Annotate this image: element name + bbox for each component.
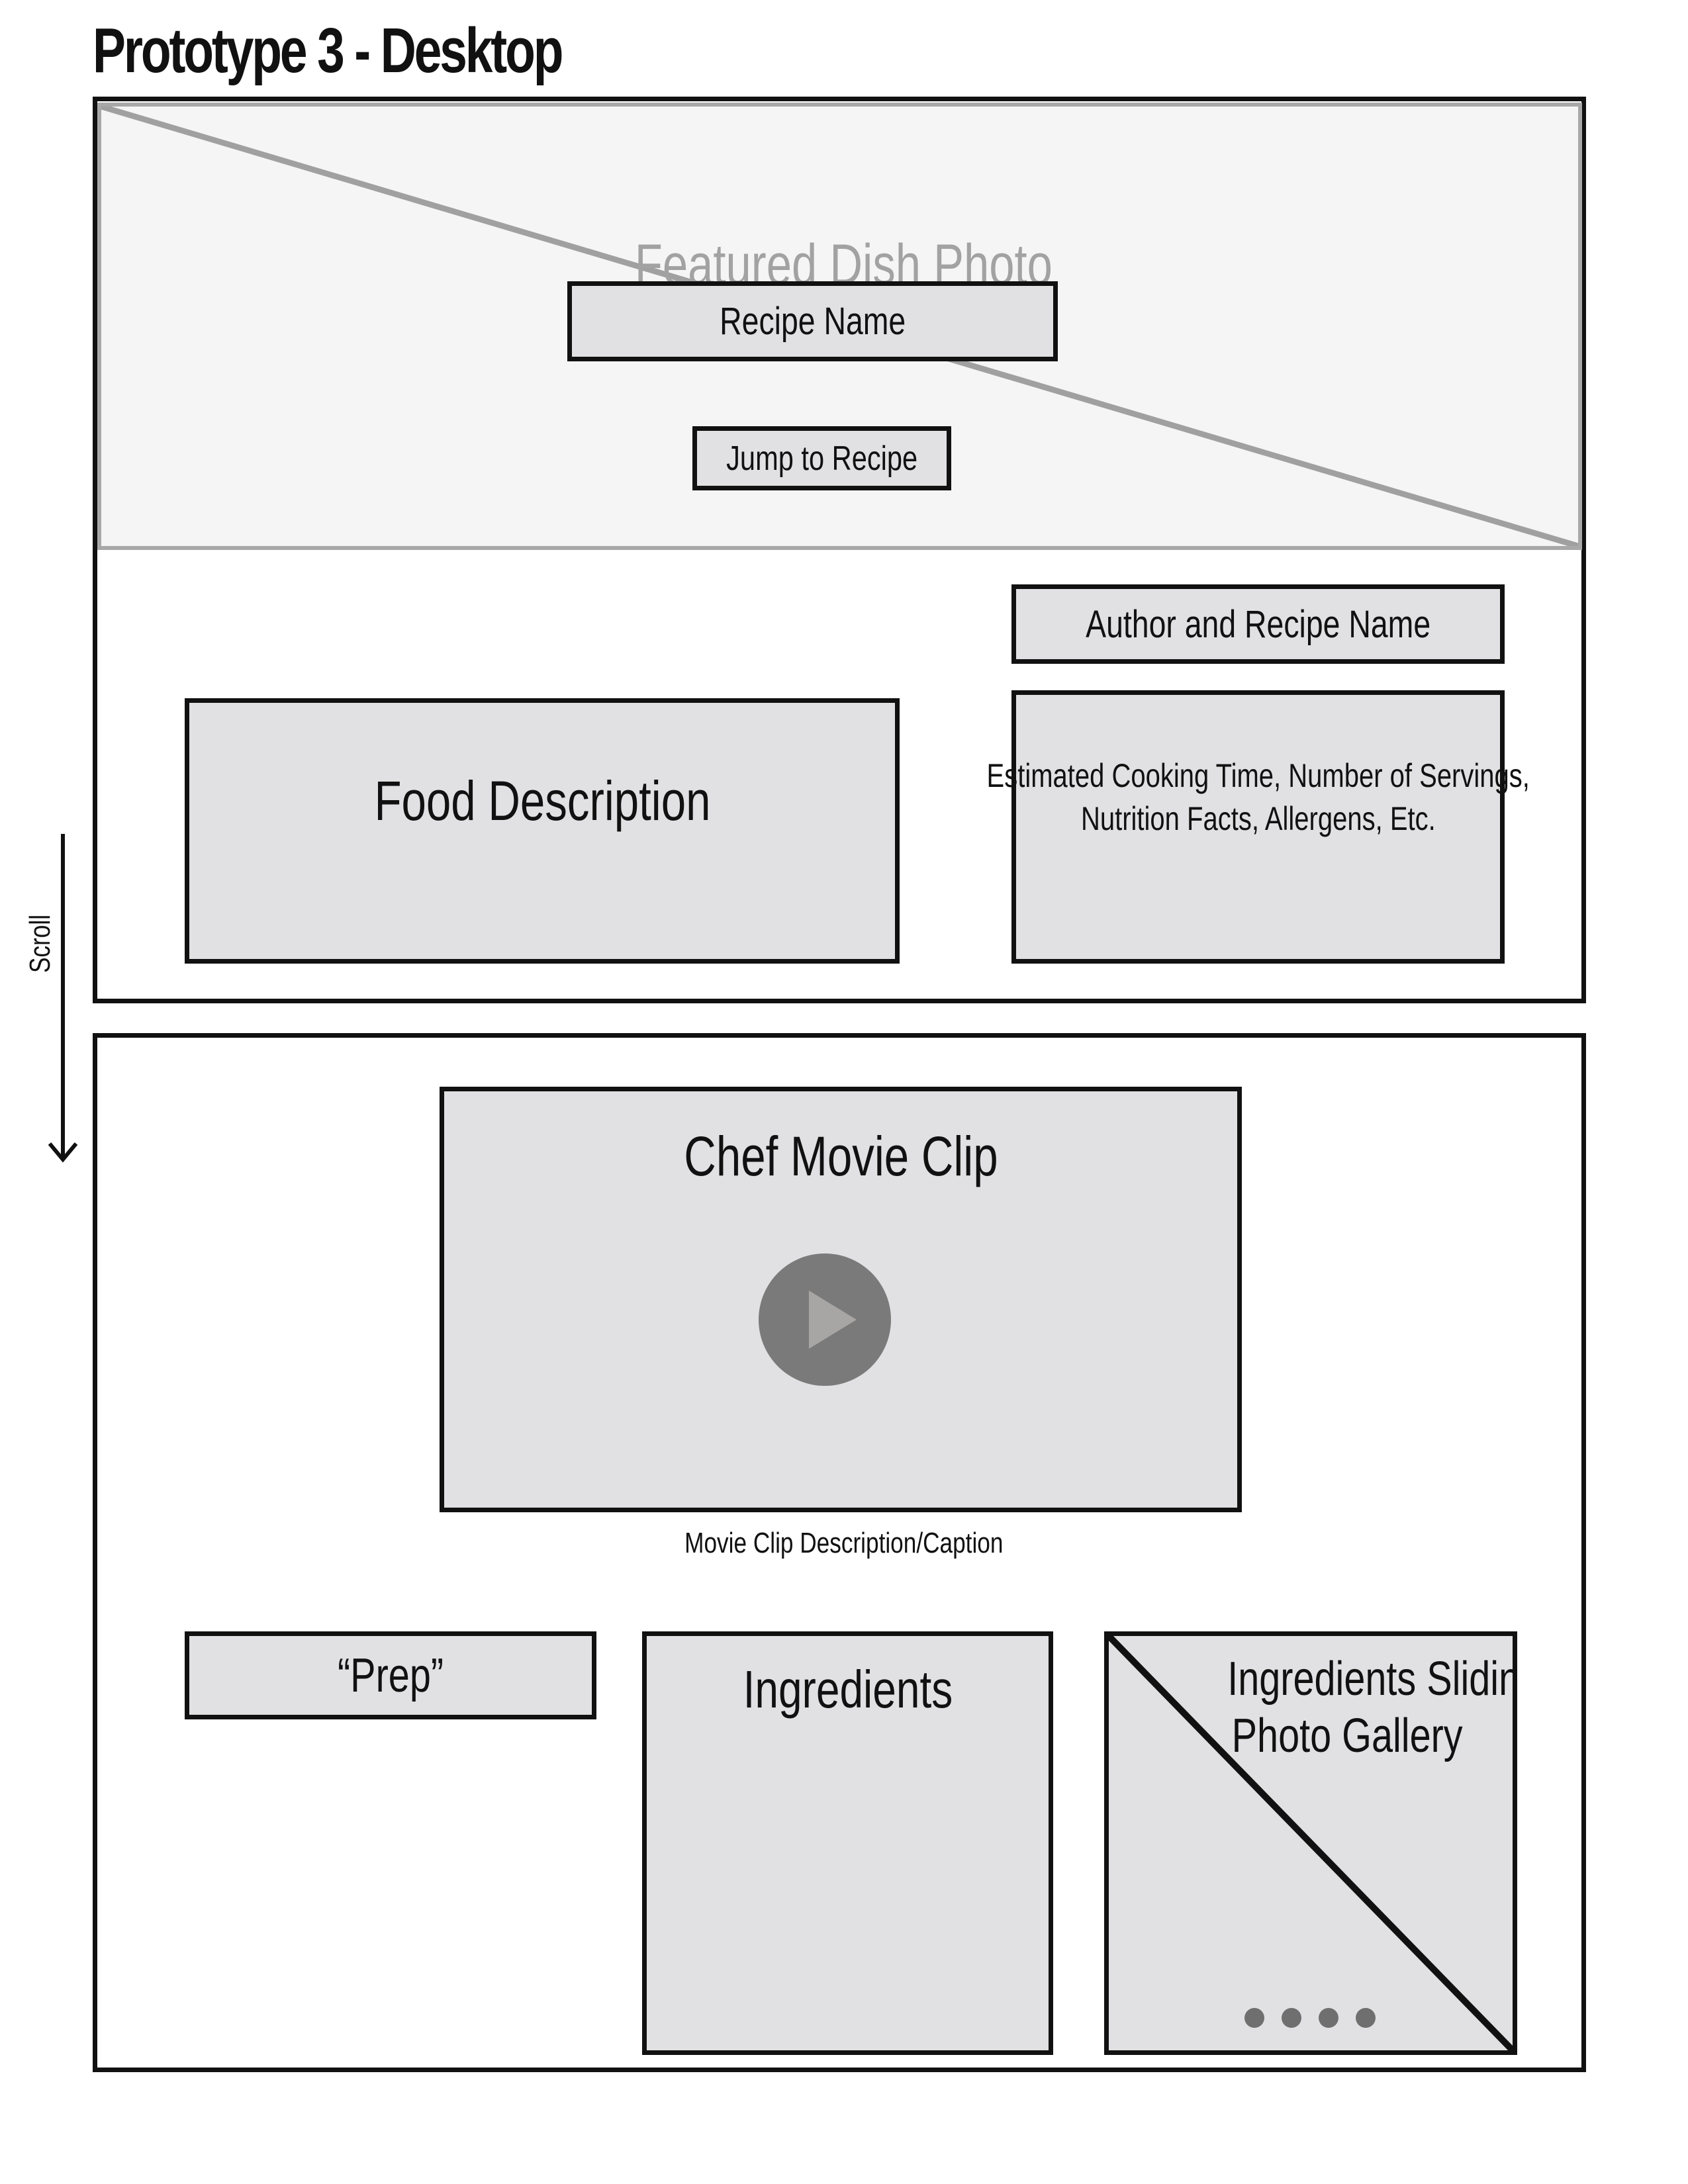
down-arrow-icon bbox=[48, 834, 78, 1163]
recipe-info-box: Estimated Cooking Time, Number of Servin… bbox=[986, 690, 1530, 964]
play-icon[interactable] bbox=[757, 1252, 892, 1387]
jump-to-recipe-button[interactable]: Jump to Recipe bbox=[692, 426, 951, 490]
gallery-pagination bbox=[1244, 2008, 1376, 2028]
image-placeholder-diagonal bbox=[1109, 1636, 1513, 2050]
page-title: Prototype 3 - Desktop bbox=[93, 15, 563, 86]
scroll-label: Scroll bbox=[24, 914, 56, 973]
prep-box: “Prep” bbox=[185, 1631, 596, 1719]
recipe-name-box: Recipe Name bbox=[567, 281, 1058, 361]
ingredients-photo-gallery[interactable]: Ingredients Sliding Photo Gallery bbox=[1104, 1631, 1517, 2055]
ingredients-box: Ingredients bbox=[642, 1631, 1053, 2055]
recipe-info-text: Estimated Cooking Time, Number of Servin… bbox=[986, 757, 1530, 837]
author-recipe-name-box: Author and Recipe Name bbox=[1011, 584, 1505, 664]
movie-clip-caption: Movie Clip Description/Caption bbox=[684, 1527, 1004, 1559]
chef-movie-clip[interactable]: Chef Movie Clip bbox=[440, 1087, 1242, 1512]
food-description-box: Food Description bbox=[185, 698, 900, 964]
gallery-dot[interactable] bbox=[1319, 2008, 1338, 2028]
gallery-dot[interactable] bbox=[1244, 2008, 1264, 2028]
chef-movie-clip-title: Chef Movie Clip bbox=[683, 1125, 998, 1187]
gallery-dot[interactable] bbox=[1282, 2008, 1301, 2028]
gallery-title: Ingredients Sliding Photo Gallery bbox=[1227, 1653, 1517, 1763]
gallery-dot[interactable] bbox=[1356, 2008, 1376, 2028]
